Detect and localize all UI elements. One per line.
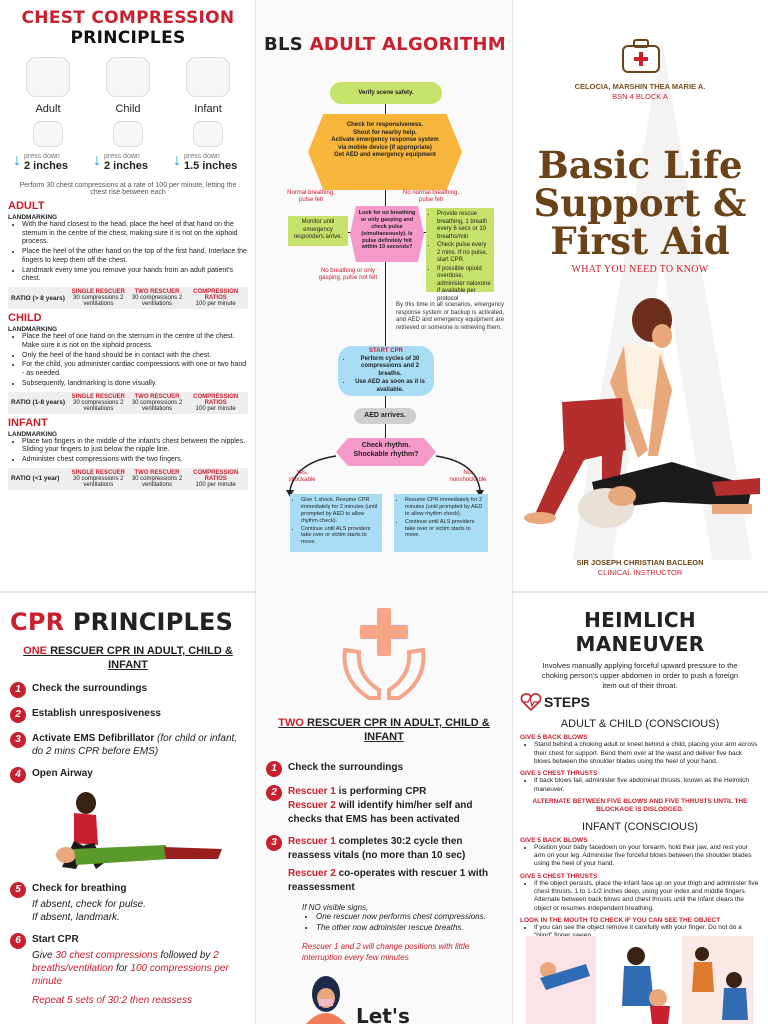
compression-rate-text: Perform 30 chest compressions at a rate …: [19, 181, 237, 196]
two-rescuer-panel: TWO RESCUER CPR IN ADULT, CHILD & INFANT…: [256, 592, 512, 1024]
heimlich-title: HEIMLICH MANEUVER: [575, 608, 705, 656]
author-name: CELOCIA, MARSHIN THEA MARIE A.: [574, 82, 706, 91]
child-list: Place the heel of one hand on the sternu…: [8, 333, 248, 389]
heimlich-panel: HEIMLICH MANEUVER Involves manually appl…: [512, 592, 768, 1024]
heimlich-illustrations: [526, 936, 754, 1024]
adult-hand-icon: [26, 56, 70, 97]
check-node: Check for responsiveness. Shout for near…: [308, 114, 462, 190]
instructor-role: CLINICAL INSTRUCTOR: [597, 568, 683, 577]
arrow-down-icon: ↓: [173, 151, 181, 169]
instructor-name: SIR JOSEPH CHRISTIAN BACLEON: [576, 558, 704, 567]
connector: [385, 104, 386, 114]
heart-pulse-icon: [520, 693, 542, 712]
bls-panel: BLS ADULT ALGORITHM Verify scene safety.…: [256, 0, 512, 592]
infant-compress-icon: [193, 120, 223, 147]
cpr-illustration: [524, 298, 760, 528]
connector: [385, 396, 386, 408]
lets-text: Let's: [356, 1004, 410, 1024]
bls-title: BLS ADULT ALGORITHM: [264, 34, 506, 55]
cover-title: Basic Life Support & First Aid: [533, 143, 747, 264]
rescue-breathing-node: Provide rescue breathing, 1 breath every…: [426, 208, 494, 302]
care-hands-icon: [342, 608, 426, 700]
if-no-list: One rescuer now performs chest compressi…: [266, 912, 502, 935]
verify-node: Verify scene safety.: [330, 82, 442, 104]
yes-arrow: [289, 455, 337, 491]
infant-list: Place two fingers in the middle of the i…: [8, 438, 248, 465]
cpr-principles-panel: CPR PRINCIPLES ONE RESCUER CPR IN ADULT,…: [0, 592, 256, 1024]
yes-arrowhead: [286, 490, 294, 497]
child-compress-icon: [113, 120, 143, 147]
child-hand-icon: [106, 56, 150, 97]
branch-arrows: [286, 455, 484, 497]
adult-list: With the hand closest to the head, place…: [8, 221, 248, 284]
cover-panel: CELOCIA, MARSHIN THEA MARIE A. BSN 4 BLO…: [512, 0, 768, 592]
rescue-breathing-illustration: [56, 791, 222, 869]
arrow-down-icon: ↓: [13, 151, 21, 169]
chest-title: CHEST COMPRESSION PRINCIPLES: [21, 8, 235, 49]
two-step-2: 2 Rescuer 1 is performing CPR Rescuer 2 …: [266, 784, 502, 827]
steps-heading: STEPS: [520, 692, 760, 712]
two-rescuer-title: TWO RESCUER CPR IN ADULT, CHILD & INFANT: [278, 717, 490, 744]
divider: [511, 0, 513, 1024]
cpr-step-6-detail: Give 30 chest compressions followed by 2…: [32, 949, 229, 987]
infant-heading: INFANT: [8, 416, 48, 429]
adult-compress-icon: [33, 120, 63, 147]
connector: [385, 190, 386, 210]
author-section: BSN 4 BLOCK A: [612, 92, 668, 101]
no-arrowhead: [476, 490, 484, 497]
first-aid-kit-icon: [622, 39, 660, 73]
chest-compression-panel: CHEST COMPRESSION PRINCIPLES Adult ↓pres…: [0, 0, 256, 592]
one-rescuer-title: ONE RESCUER CPR IN ADULT, CHILD & INFANT: [23, 645, 233, 672]
infant-hand-icon: [186, 56, 230, 97]
nurse-illustration: [306, 976, 346, 1024]
start-cpr-node: START CPR Perform cycles of 30 compressi…: [338, 346, 434, 396]
arrow-down-icon: ↓: [93, 151, 101, 169]
rhythm-node: Check rhythm. Shockable rhythm?: [336, 438, 436, 466]
look-node: Look for no breathing or only gasping an…: [350, 206, 424, 262]
cover-subtitle: WHAT YOU NEED TO KNOW: [571, 264, 709, 275]
two-step-3: 3 Rescuer 1 completes 30:2 cycle then re…: [266, 834, 502, 895]
connector: [385, 424, 386, 438]
child-heading: CHILD: [8, 312, 42, 325]
nonshockable-node: Resume CPR immediately for 2 minutes (un…: [394, 494, 488, 552]
cpr-title: CPR PRINCIPLES: [10, 608, 234, 636]
shockable-node: Give 1 shock. Resume CPR immediately for…: [290, 494, 382, 552]
no-arrow: [435, 455, 481, 491]
monitor-node: Monitor until emergency responders arriv…: [288, 216, 348, 246]
adult-heading: ADULT: [8, 199, 45, 212]
aed-node: AED arrives.: [354, 408, 416, 424]
connector: [385, 262, 386, 346]
